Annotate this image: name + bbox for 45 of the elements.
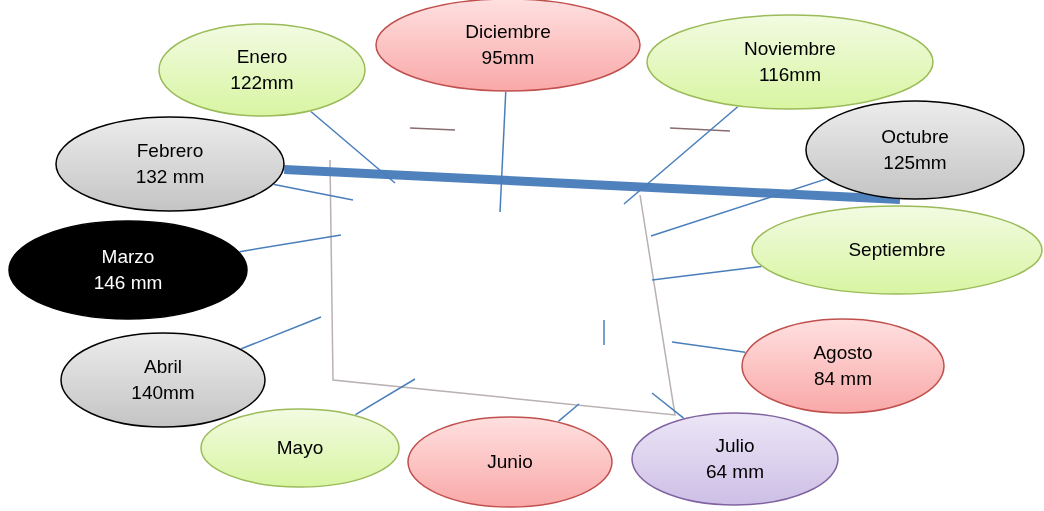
month-label: Noviembre — [744, 37, 836, 61]
month-label: Mayo — [276, 436, 324, 460]
leader-line — [238, 234, 342, 253]
month-label: Enero — [236, 45, 288, 69]
ellipse-node — [407, 416, 613, 508]
ellipse-node — [158, 23, 366, 117]
leader-line — [499, 91, 507, 213]
connector-bar — [284, 165, 901, 205]
ellipse-node — [60, 332, 266, 428]
leader-line — [651, 265, 763, 281]
month-label: Octubre — [881, 125, 949, 149]
leader-line — [310, 110, 396, 184]
rainfall-value: 84 mm — [813, 367, 873, 391]
rainfall-value: 95mm — [481, 46, 535, 70]
rainfall-value: 140mm — [131, 381, 195, 405]
rainfall-value: 64 mm — [705, 460, 765, 484]
month-label: Diciembre — [465, 20, 551, 44]
ellipse-node — [805, 100, 1025, 200]
leader-line — [650, 178, 827, 237]
leader-line — [240, 316, 322, 350]
leader-line — [354, 378, 416, 416]
rainfall-value: 132 mm — [135, 165, 205, 189]
month-label: Abril — [144, 355, 182, 379]
month-label: Agosto — [813, 341, 873, 365]
month-label: Febrero — [136, 139, 204, 163]
month-label: Marzo — [101, 245, 155, 269]
ellipse-node — [741, 318, 945, 414]
month-label: Julio — [715, 434, 755, 458]
leader-line — [671, 341, 746, 354]
month-label: Septiembre — [848, 238, 946, 262]
ellipse-node — [8, 220, 248, 320]
leader-line — [557, 403, 580, 423]
ellipse-node — [631, 412, 839, 506]
rainfall-value: 116mm — [759, 63, 821, 87]
ellipse-node — [751, 205, 1043, 295]
ellipse-node — [55, 116, 285, 212]
leader-line — [651, 392, 685, 419]
month-label: Junio — [487, 450, 533, 474]
rainfall-value: 125mm — [883, 151, 947, 175]
ellipse-node — [646, 14, 934, 110]
rainfall-value: 146 mm — [93, 271, 163, 295]
leader-line — [273, 183, 354, 201]
ellipse-node — [200, 408, 400, 488]
leader-line — [623, 105, 739, 205]
rainfall-value: 122mm — [230, 71, 294, 95]
